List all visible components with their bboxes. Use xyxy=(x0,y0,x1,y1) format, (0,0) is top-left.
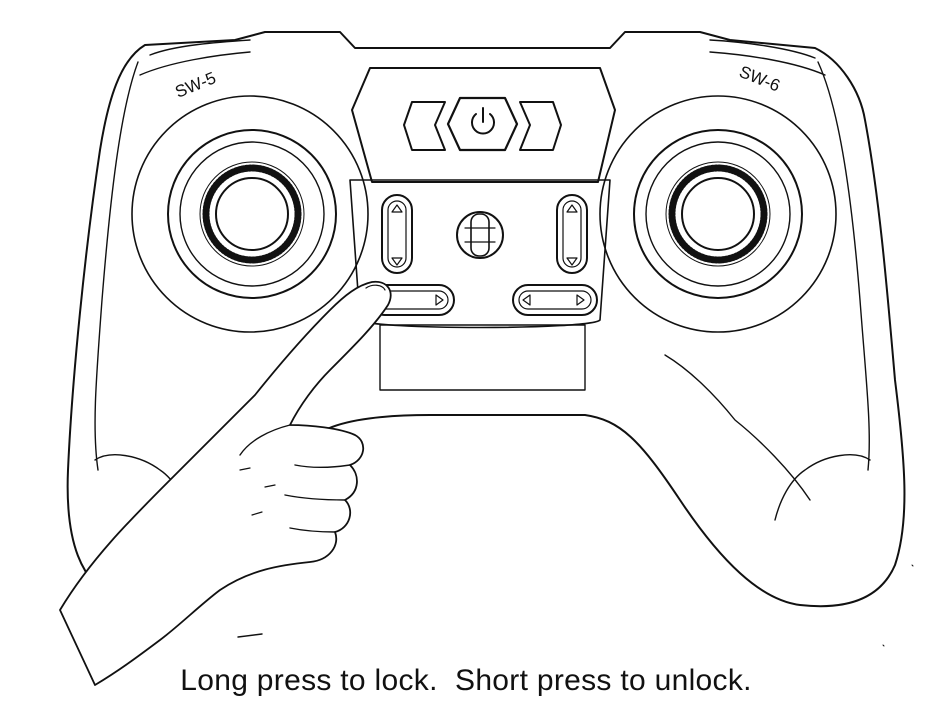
center-panel xyxy=(349,179,611,329)
right-stick[interactable] xyxy=(599,95,837,333)
stray-mark xyxy=(882,564,914,647)
hand-icon xyxy=(59,280,392,686)
left-arrow-icon xyxy=(522,294,531,306)
right-bumper xyxy=(709,39,826,76)
right-arrow-icon xyxy=(576,294,585,306)
center-toggle[interactable] xyxy=(456,211,504,259)
controller-body xyxy=(66,31,906,608)
right-grip xyxy=(774,454,871,521)
instruction-caption: Long press to lock. Short press to unloc… xyxy=(180,664,752,697)
right-grip-edge xyxy=(664,354,811,501)
down-arrow-icon xyxy=(391,257,403,266)
right-arrow-icon xyxy=(435,294,444,306)
power-icon xyxy=(471,107,495,135)
power-left-button[interactable] xyxy=(403,101,446,151)
power-button[interactable] xyxy=(446,96,519,152)
center-lower-panel xyxy=(379,324,586,391)
left-vertical-trim[interactable] xyxy=(381,194,413,274)
up-arrow-icon xyxy=(566,204,578,213)
left-stick[interactable] xyxy=(131,95,369,333)
power-right-button[interactable] xyxy=(519,101,562,151)
right-vertical-trim[interactable] xyxy=(556,194,588,274)
up-arrow-icon xyxy=(391,204,403,213)
controller-body-bevel-right xyxy=(817,61,870,471)
left-bumper xyxy=(139,39,251,76)
controller-body-bevel xyxy=(94,61,139,471)
sw6-label: SW-6 xyxy=(737,62,783,95)
power-housing xyxy=(351,67,616,183)
down-arrow-icon xyxy=(566,257,578,266)
right-horizontal-trim[interactable] xyxy=(512,284,598,316)
sw5-label: SW-5 xyxy=(172,68,218,101)
